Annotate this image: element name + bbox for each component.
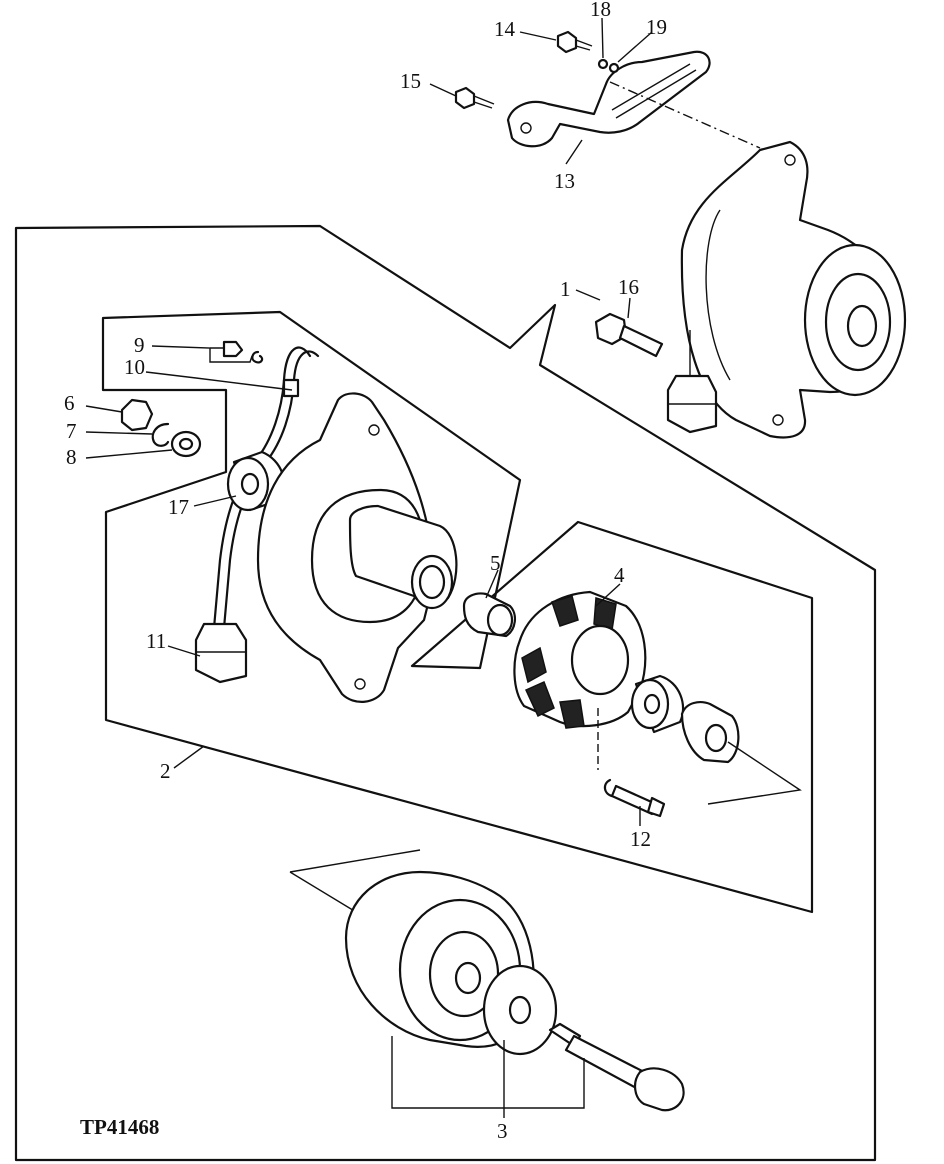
callout-15: 15 [400,69,421,93]
leader-bracket-lower [391,1036,585,1109]
callout-17: 17 [168,495,189,519]
callout-3: 3 [497,1119,508,1143]
pulley-washer [482,964,558,1056]
callout-5: 5 [490,551,501,575]
bracket [506,50,711,148]
washer-19 [608,62,620,74]
screw-12 [603,778,666,818]
washer-8 [170,430,202,458]
leader-lines [85,17,653,1118]
rotor-4 [513,590,647,729]
callout-12: 12 [630,827,651,851]
callout-8: 8 [66,445,77,469]
callout-13: 13 [554,169,575,193]
rotor-bearing [630,674,685,734]
connector-11 [194,622,248,684]
group-outline-1 [14,224,877,1162]
bolt-14 [556,30,593,54]
callout-2: 2 [160,759,171,783]
leader-bracket-upper [707,741,802,805]
callout-19: 19 [646,15,667,39]
callout-4: 4 [614,563,625,587]
figure-code: TP41468 [80,1115,159,1139]
clip-7 [151,422,170,447]
lockwasher-10 [251,350,264,364]
wire-harness [212,346,320,630]
callout-11: 11 [146,629,166,653]
callout-6: 6 [64,391,75,415]
bolt-15 [454,86,495,110]
callout-14: 14 [494,17,516,41]
alternator-assembly [680,140,907,439]
callout-10: 10 [124,355,145,379]
pulley-outline-line [289,849,421,913]
washer-18 [597,58,609,70]
end-housing [256,392,458,703]
bolt-16 [594,312,664,358]
alternator-connector [666,330,718,434]
guide-line [609,81,761,149]
callout-18: 18 [590,0,611,21]
callout-16: 16 [618,275,639,299]
callout-9: 9 [134,333,145,357]
pulley-bolt [548,1022,685,1112]
screw-9 [222,340,244,358]
callout-7: 7 [66,419,77,443]
group-outline-2 [101,310,814,914]
callout-1: 1 [560,277,571,301]
nut-6 [120,398,154,432]
rotor-spacer [680,701,740,764]
spacer-5 [462,592,516,638]
